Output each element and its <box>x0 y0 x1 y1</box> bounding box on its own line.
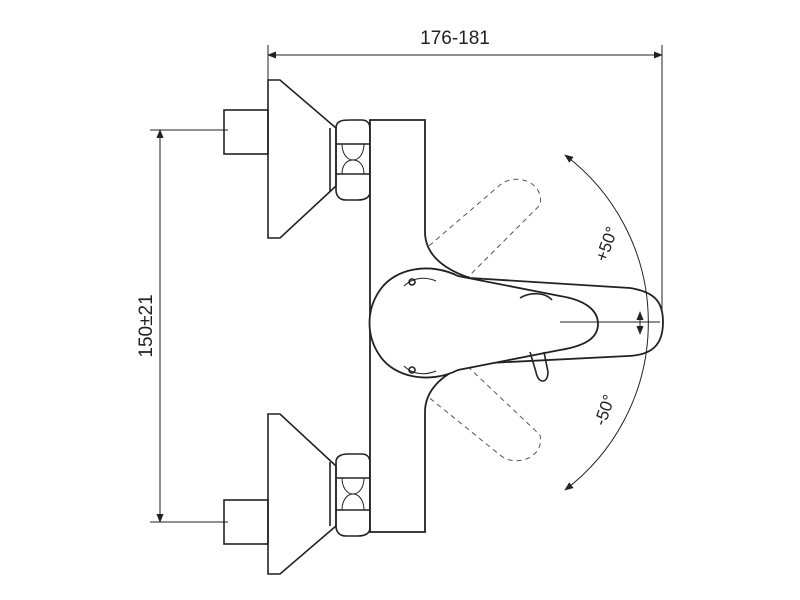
handle-ghost-down <box>394 344 541 462</box>
lever-collar-arc <box>519 292 553 301</box>
bottom-escutcheon <box>267 413 337 575</box>
top-escutcheon <box>267 79 337 239</box>
lever-handle-outline <box>368 267 599 379</box>
bottom-hex-nut-curve-1 <box>341 477 365 495</box>
angle-dimension: +50° -50° <box>560 154 660 491</box>
angle-down-label: -50° <box>591 392 620 428</box>
top-hex-nut-curve-2 <box>341 159 365 175</box>
bottom-hex-nut-curve-2 <box>341 493 365 511</box>
bottom-hex-nut <box>335 453 371 537</box>
width-dimension: 176-181 <box>267 28 663 330</box>
top-hex-nut-curve-1 <box>341 143 365 161</box>
top-inlet-assembly <box>223 79 371 239</box>
width-dimension-label: 176-181 <box>420 28 490 49</box>
bottom-inlet-pipe <box>223 499 269 545</box>
lever-screw-bottom <box>408 366 416 374</box>
lever-highlight-bottom <box>403 365 437 375</box>
handle-ghost-up <box>394 178 541 301</box>
height-dimension-label: 150±21 <box>136 294 157 357</box>
lever-highlight-top <box>403 277 437 287</box>
top-inlet-pipe <box>223 109 269 155</box>
lever-screw-top <box>408 278 416 286</box>
diverter-knob <box>529 351 549 382</box>
height-dimension: 150±21 <box>136 129 228 523</box>
bottom-inlet-assembly <box>223 413 371 575</box>
handle-rotation-ghosts <box>394 178 541 462</box>
lever-handle <box>368 267 599 382</box>
angle-up-label: +50° <box>592 224 622 264</box>
